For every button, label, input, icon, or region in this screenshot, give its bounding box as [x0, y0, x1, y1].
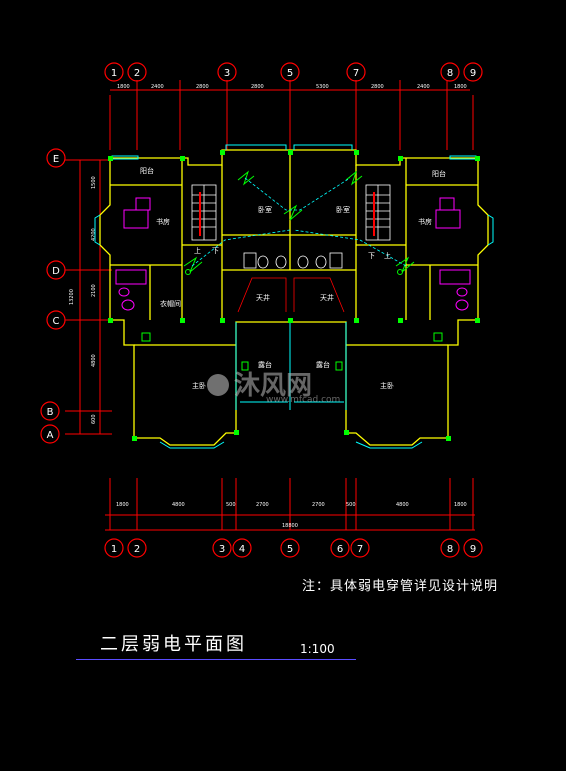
bottom-axis-5: 5: [287, 544, 293, 555]
stair-up-right: 上: [384, 251, 391, 260]
room-terrace-left: 露台: [258, 360, 272, 369]
bottom-axis-4: 4: [239, 544, 245, 555]
bottom-dim-1: 1800: [116, 502, 129, 508]
watermark-brand: 沐风网: [234, 371, 312, 401]
left-dim-3: 2100: [91, 284, 97, 297]
stair-down-right: 下: [368, 252, 375, 260]
bottom-axis-7: 7: [357, 544, 363, 555]
bottom-axis-9: 9: [470, 544, 476, 555]
fixtures: [115, 197, 471, 311]
room-study-left: 书房: [156, 217, 170, 226]
room-master-left: 主卧: [192, 381, 206, 390]
left-axis-B: B: [47, 407, 54, 418]
bottom-dim-7: 4800: [396, 502, 409, 508]
top-axis-bubbles: 1 2 3 5 7 8 9: [104, 62, 483, 82]
left-axis-E: E: [53, 154, 59, 165]
light-wells: [237, 277, 345, 313]
top-axis-9: 9: [470, 68, 476, 79]
watermark: 沐风网 www.mfcad.com: [207, 371, 340, 405]
room-study-right: 书房: [418, 217, 432, 226]
bottom-axis-6: 6: [337, 544, 343, 555]
walls: [99, 149, 489, 446]
top-dim-7: 2400: [417, 84, 430, 90]
bottom-dim-2: 4800: [172, 502, 185, 508]
left-axis-C: C: [53, 316, 60, 327]
room-cloakroom: 衣帽间: [160, 299, 181, 308]
drawing-scale: 1:100: [300, 642, 335, 656]
top-dim-1: 1800: [117, 84, 130, 90]
bottom-axis-bubbles: 1 2 3 4 5 6 7 8 9: [104, 538, 483, 558]
top-axis-5: 5: [287, 68, 293, 79]
top-dim-3: 2800: [196, 84, 209, 90]
room-well-left: 天井: [256, 293, 270, 302]
bottom-dim-3: 500: [226, 502, 236, 508]
room-bed-left: 卧室: [258, 205, 272, 214]
room-well-right: 天井: [320, 293, 334, 302]
bottom-axis-3: 3: [219, 544, 225, 555]
bottom-dim-4: 2700: [256, 502, 269, 508]
room-balcony-left: 阳台: [140, 166, 154, 175]
devices: [141, 170, 443, 371]
wiring: [191, 177, 407, 267]
left-axis-D: D: [52, 266, 60, 277]
top-axis-7: 7: [353, 68, 359, 79]
stairs: [191, 184, 391, 241]
design-note: 注：具体弱电穿管详见设计说明: [302, 579, 499, 594]
bottom-dim-8: 1800: [454, 502, 467, 508]
bottom-dim-total: 18800: [282, 523, 298, 529]
drawing-title: 二层弱电平面图: [100, 634, 247, 655]
left-dimension: [65, 159, 112, 435]
top-axis-1: 1: [111, 68, 117, 79]
top-dimension: [109, 80, 474, 150]
title-underline: [76, 659, 356, 660]
left-axis-A: A: [47, 430, 54, 441]
sanitary-fixtures: [243, 252, 343, 269]
left-dim-total: 13200: [69, 289, 75, 305]
top-dim-4: 2800: [251, 84, 264, 90]
watermark-url: www.mfcad.com: [266, 395, 340, 405]
room-terrace-right: 露台: [316, 360, 330, 369]
bottom-dimension: [105, 478, 475, 531]
top-axis-3: 3: [224, 68, 230, 79]
bottom-dim-6: 500: [346, 502, 356, 508]
bottom-axis-1: 1: [111, 544, 117, 555]
top-axis-8: 8: [447, 68, 453, 79]
bottom-dim-5: 2700: [312, 502, 325, 508]
left-dim-1: 1500: [91, 176, 97, 189]
top-dim-8: 1800: [454, 84, 467, 90]
room-master-right: 主卧: [380, 381, 394, 390]
room-bed-right: 卧室: [336, 205, 350, 214]
stair-red-marks: [199, 192, 375, 236]
stair-up-left: 上: [194, 246, 201, 255]
left-dim-5: 600: [91, 414, 97, 424]
top-dim-2: 2400: [151, 84, 164, 90]
left-dim-2: 4200: [91, 228, 97, 241]
bottom-axis-8: 8: [447, 544, 453, 555]
left-axis-bubbles: E D C B A: [40, 148, 66, 444]
bottom-axis-2: 2: [134, 544, 140, 555]
columns: [108, 150, 480, 441]
stair-down-left: 下: [212, 247, 219, 255]
top-dim-5: 5300: [316, 84, 329, 90]
room-balcony-right: 阳台: [432, 169, 446, 178]
left-dim-4: 4800: [91, 354, 97, 367]
top-axis-2: 2: [134, 68, 140, 79]
top-dim-6: 2800: [371, 84, 384, 90]
